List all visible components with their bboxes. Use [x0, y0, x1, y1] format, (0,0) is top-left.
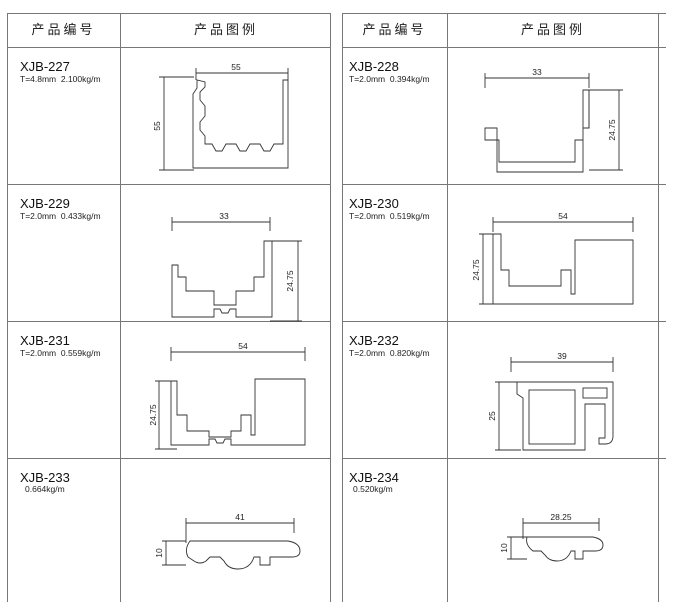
product-code: XJB-227: [20, 59, 70, 74]
dim-width: 54: [558, 211, 568, 221]
row-divider: [342, 184, 666, 185]
header-product-image: 产品图例: [520, 22, 585, 37]
table-header-divider: [342, 47, 666, 48]
table-border-top: [342, 13, 666, 14]
profile-drawing-xjb-233: 41 10: [154, 512, 301, 570]
table-border-left: [7, 13, 8, 602]
product-code: XJB-230: [349, 196, 399, 211]
table-border-top: [7, 13, 331, 14]
row-divider: [342, 321, 666, 322]
row-divider: [7, 184, 331, 185]
header-product-code: 产品编号: [362, 22, 427, 37]
dim-height: 55: [152, 121, 162, 131]
product-spec: T=4.8mm 2.100kg/m: [20, 74, 101, 84]
profile-drawing-xjb-232: 39 25: [487, 351, 614, 451]
table-header-divider: [7, 47, 331, 48]
product-spec: T=2.0mm 0.433kg/m: [20, 211, 101, 221]
dim-height: 25: [487, 411, 497, 421]
dim-height: 24.75: [148, 404, 158, 426]
profile-drawing-xjb-228: 33 24.75: [484, 67, 623, 173]
product-spec: T=2.0mm 0.519kg/m: [349, 211, 430, 221]
product-spec: 0.520kg/m: [353, 484, 393, 494]
dim-width: 54: [238, 341, 248, 351]
product-table-left: 产品编号 产品图例 XJB-227 T=4.8mm 2.100kg/m 55 5…: [7, 13, 331, 602]
profile-drawing-xjb-234: 28.25 10: [499, 512, 604, 562]
product-code: XJB-234: [349, 470, 399, 485]
product-table-right: 产品编号 产品图例 XJB-228 T=2.0mm 0.394kg/m 33 2…: [342, 13, 666, 602]
dim-height: 24.75: [471, 259, 481, 281]
table-border-right: [330, 13, 331, 602]
dim-width: 28.25: [550, 512, 572, 522]
header-product-code: 产品编号: [31, 22, 96, 37]
dim-width: 33: [532, 67, 542, 77]
profile-drawing-xjb-231: 54 24.75: [148, 341, 306, 450]
dim-width: 33: [219, 211, 229, 221]
column-divider: [447, 13, 448, 602]
dim-height: 24.75: [607, 119, 617, 141]
profile-drawing-xjb-229: 33 24.75: [171, 211, 302, 322]
table-border-left: [342, 13, 343, 602]
table-border-right: [658, 13, 659, 602]
profile-drawing-xjb-230: 54 24.75: [471, 211, 634, 305]
product-spec: T=2.0mm 0.820kg/m: [349, 348, 430, 358]
row-divider: [7, 458, 331, 459]
product-code: XJB-232: [349, 333, 399, 348]
profile-drawing-xjb-227: 55 55: [152, 62, 289, 171]
product-code: XJB-228: [349, 59, 399, 74]
row-divider: [342, 458, 666, 459]
dim-width: 55: [231, 62, 241, 72]
header-product-image: 产品图例: [193, 22, 258, 37]
dim-height: 10: [499, 543, 509, 553]
dim-height: 24.75: [285, 270, 295, 292]
dim-width: 41: [235, 512, 245, 522]
product-code: XJB-229: [20, 196, 70, 211]
product-code: XJB-231: [20, 333, 70, 348]
product-spec: 0.664kg/m: [25, 484, 65, 494]
row-divider: [7, 321, 331, 322]
product-spec: T=2.0mm 0.559kg/m: [20, 348, 101, 358]
product-code: XJB-233: [20, 470, 70, 485]
dim-height: 10: [154, 548, 164, 558]
column-divider: [120, 13, 121, 602]
product-spec: T=2.0mm 0.394kg/m: [349, 74, 430, 84]
dim-width: 39: [557, 351, 567, 361]
